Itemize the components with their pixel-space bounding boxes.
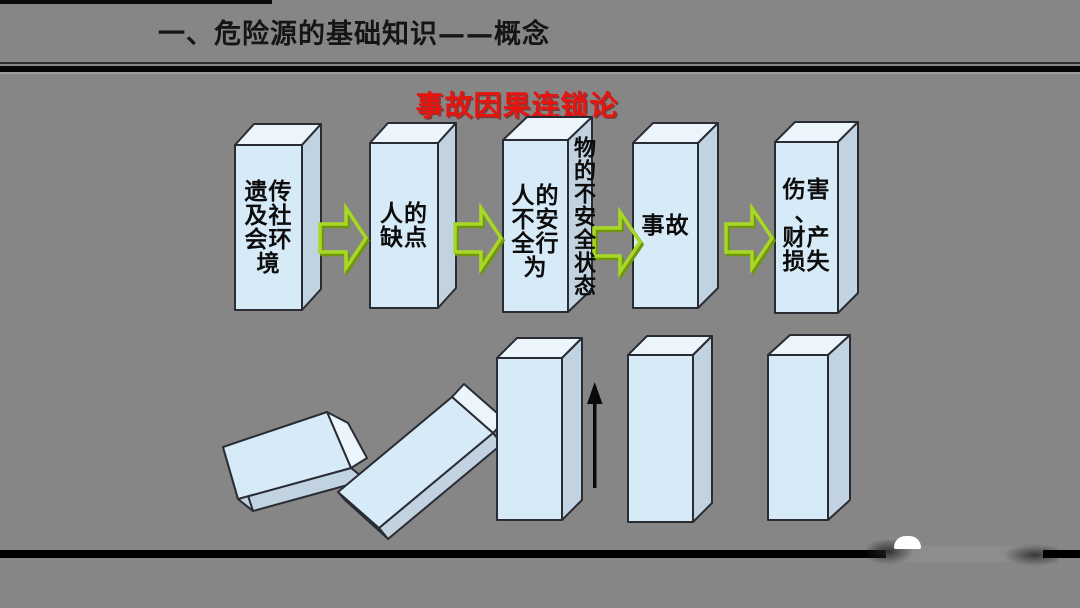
box-front-face bbox=[369, 142, 439, 309]
box-unsafe-act-condition bbox=[502, 116, 593, 313]
box-front-face bbox=[234, 144, 303, 311]
box-human-fault bbox=[369, 122, 457, 309]
box-genetics-social-environment bbox=[234, 123, 322, 311]
arrow-up-icon bbox=[587, 382, 603, 488]
box-front-face bbox=[502, 139, 569, 313]
box-front-face bbox=[774, 141, 839, 314]
block-arrow-right-icon bbox=[453, 202, 506, 277]
page-title: 一、危险源的基础知识——概念 bbox=[158, 19, 550, 50]
domino-face bbox=[337, 396, 494, 529]
box-injury-loss bbox=[774, 121, 859, 314]
top-edge-line bbox=[0, 0, 272, 4]
block-arrow-right-icon bbox=[318, 202, 371, 277]
box-side-face bbox=[837, 121, 859, 314]
domino-face bbox=[222, 411, 352, 500]
box-injury-loss-label: 伤害 、 财产 损失 bbox=[782, 177, 831, 275]
domino-standing bbox=[627, 335, 713, 523]
block-arrow-right-icon bbox=[724, 202, 777, 277]
box-accident bbox=[632, 122, 719, 309]
block-arrow-right-icon bbox=[592, 206, 645, 281]
header-separator-thick bbox=[0, 66, 1080, 72]
slide-header: 一、危险源的基础知识——概念 bbox=[0, 0, 1080, 62]
domino-front-face bbox=[627, 354, 694, 523]
box-side-face bbox=[437, 122, 457, 309]
header-separator-highlight bbox=[0, 72, 1080, 74]
box-accident-label: 事故 bbox=[641, 213, 690, 239]
domino-side-face bbox=[561, 337, 583, 521]
box-side-face bbox=[301, 123, 322, 311]
watermark-dome bbox=[894, 536, 921, 549]
bottom-bar-right bbox=[1043, 550, 1080, 558]
domino-standing bbox=[496, 337, 583, 521]
header-separator-thin bbox=[0, 62, 1080, 64]
domino-side-face bbox=[827, 334, 851, 521]
domino-falling bbox=[337, 383, 506, 540]
bottom-bar-left bbox=[0, 550, 886, 558]
domino-fallen bbox=[222, 411, 368, 512]
box-human-fault-label: 人的 缺点 bbox=[380, 201, 428, 251]
domino-side-face bbox=[692, 335, 713, 523]
box-unsafe-act-label: 人的 不安 全行 为 bbox=[511, 183, 560, 281]
box-genetics-label: 遗传 及社 会环 境 bbox=[244, 179, 293, 277]
domino-front-face bbox=[767, 354, 829, 521]
box-side-face bbox=[697, 122, 719, 309]
box-unsafe-condition-side-label: 物的不安全状态 bbox=[570, 136, 595, 297]
domino-standing bbox=[767, 334, 851, 521]
domino-front-face bbox=[496, 357, 563, 521]
